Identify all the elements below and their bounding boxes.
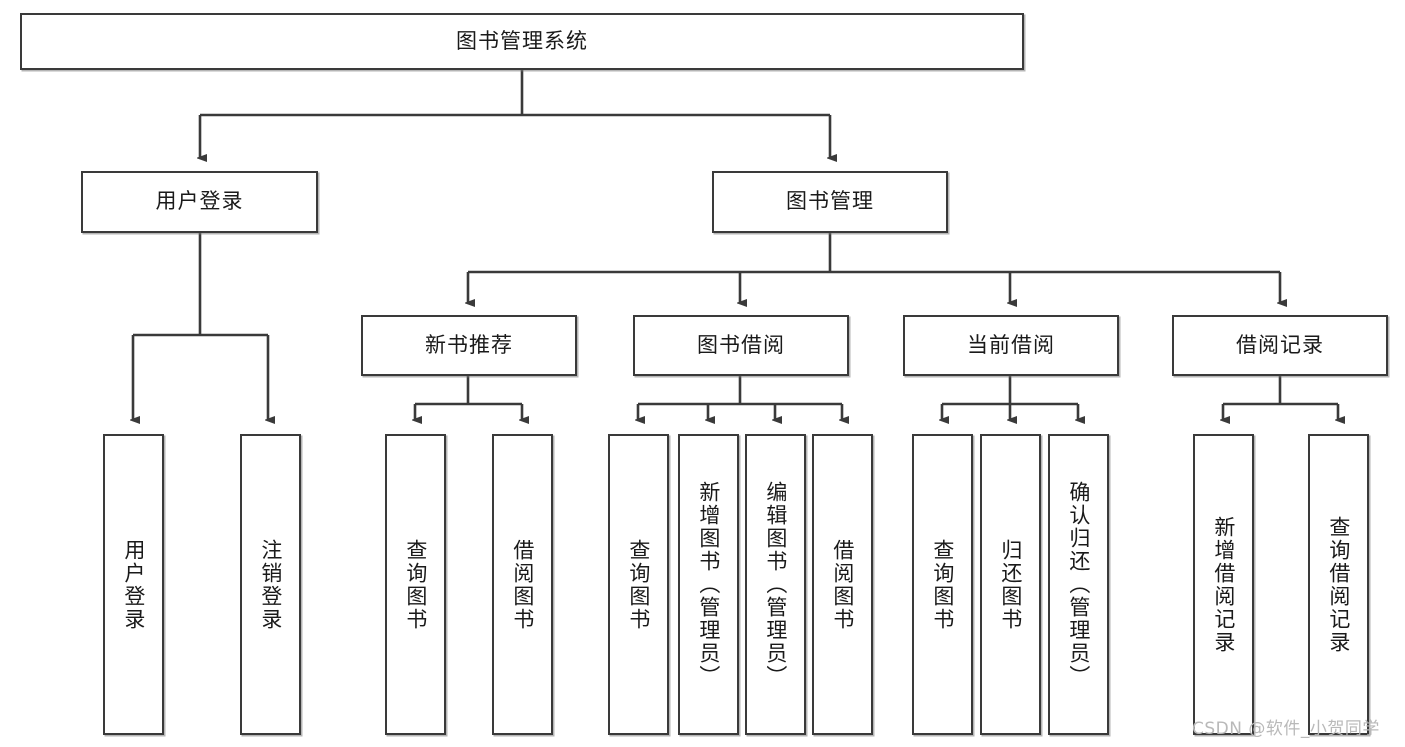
node-label: 确认归还（管理员） xyxy=(1066,481,1091,688)
leaf-add-book[interactable]: 新增图书（管理员） xyxy=(678,434,739,735)
leaf-query-book-2[interactable]: 查询图书 xyxy=(608,434,669,735)
node-label: 归还图书 xyxy=(998,538,1023,631)
leaf-logout-login[interactable]: 注销登录 xyxy=(240,434,301,735)
leaf-return-book[interactable]: 归还图书 xyxy=(980,434,1041,735)
node-label: 查询图书 xyxy=(626,538,651,631)
node-book-management[interactable]: 图书管理 xyxy=(712,171,948,233)
leaf-query-book-1[interactable]: 查询图书 xyxy=(385,434,446,735)
node-current-borrow[interactable]: 当前借阅 xyxy=(903,315,1119,376)
node-label: 查询图书 xyxy=(930,538,955,631)
node-label: 编辑图书（管理员） xyxy=(763,481,788,688)
node-label: 借阅图书 xyxy=(830,538,855,631)
leaf-edit-book[interactable]: 编辑图书（管理员） xyxy=(745,434,806,735)
node-borrow-record[interactable]: 借阅记录 xyxy=(1172,315,1388,376)
leaf-add-record[interactable]: 新增借阅记录 xyxy=(1193,434,1254,735)
node-label: 当前借阅 xyxy=(967,332,1055,357)
node-label: 注销登录 xyxy=(258,538,283,631)
leaf-query-book-3[interactable]: 查询图书 xyxy=(912,434,973,735)
node-label: 查询图书 xyxy=(403,538,428,631)
node-label: 用户登录 xyxy=(155,189,244,214)
leaf-user-login[interactable]: 用户登录 xyxy=(103,434,164,735)
node-book-borrow[interactable]: 图书借阅 xyxy=(633,315,849,376)
node-book-management-system[interactable]: 图书管理系统 xyxy=(20,13,1024,70)
node-label: 图书管理系统 xyxy=(456,28,588,53)
node-label: 新增借阅记录 xyxy=(1211,515,1236,654)
node-label: 借阅记录 xyxy=(1236,332,1324,357)
node-label: 图书借阅 xyxy=(697,332,785,357)
leaf-confirm-return[interactable]: 确认归还（管理员） xyxy=(1048,434,1109,735)
node-label: 新书推荐 xyxy=(425,332,513,357)
leaf-query-record[interactable]: 查询借阅记录 xyxy=(1308,434,1369,735)
node-label: 图书管理 xyxy=(786,189,874,214)
leaf-borrow-book-1[interactable]: 借阅图书 xyxy=(492,434,553,735)
leaf-borrow-book-2[interactable]: 借阅图书 xyxy=(812,434,873,735)
node-label: 借阅图书 xyxy=(510,538,535,631)
node-label: 新增图书（管理员） xyxy=(696,481,721,688)
node-label: 查询借阅记录 xyxy=(1326,515,1351,654)
node-new-book-recommend[interactable]: 新书推荐 xyxy=(361,315,577,376)
node-user-login[interactable]: 用户登录 xyxy=(81,171,318,233)
node-label: 用户登录 xyxy=(121,538,146,631)
watermark: CSDN @软件_小贺同学 xyxy=(1192,719,1380,739)
